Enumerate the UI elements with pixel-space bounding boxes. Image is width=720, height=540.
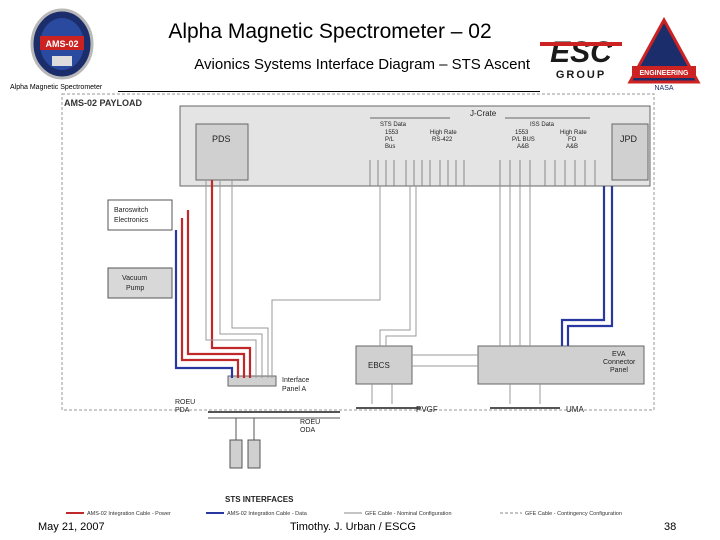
svg-text:P/L: P/L — [385, 137, 395, 143]
footer-date: May 21, 2007 — [38, 521, 105, 533]
jpd-label: JPD — [620, 134, 638, 144]
j-crate-connectors — [369, 160, 596, 186]
ebcs-box — [355, 345, 413, 385]
pvgf-label: PVGF — [416, 405, 438, 414]
interface-panel-a-box — [227, 375, 277, 387]
ams-02-mission-patch: AMS-02 — [30, 8, 94, 85]
legend-gfe-nominal-label: GFE Cable - Nominal Configuration — [365, 511, 452, 517]
ssp-connector-a — [229, 439, 243, 469]
iss-data-label: ISS Data — [530, 122, 555, 128]
svg-text:AMS-02: AMS-02 — [45, 39, 78, 49]
interface-panel-label: Interface — [282, 377, 309, 384]
svg-text:Panel A: Panel A — [282, 386, 306, 393]
sts-data-label: STS Data — [380, 122, 407, 128]
baroswitch-label: Baroswitch — [114, 207, 148, 214]
roeu-oda-label: ROEU — [300, 419, 320, 426]
svg-text:GROUP: GROUP — [556, 69, 606, 81]
legend: AMS-02 Integration Cable - Power AMS-02 … — [66, 511, 622, 517]
iss-pl-bus-label: 1553 — [515, 130, 529, 136]
eva-panel-label: EVA — [612, 351, 626, 358]
engineering-logo: ENGINEERING NASA — [626, 16, 702, 99]
j-crate-box — [179, 105, 651, 187]
vacuum-pump-label: Vacuum — [122, 275, 147, 282]
svg-text:Bus: Bus — [385, 144, 395, 150]
page-subtitle: Avionics Systems Interface Diagram – STS… — [194, 56, 530, 73]
footer-author: Timothy. J. Urban / ESCG — [290, 521, 416, 533]
sts-high-rate-label: High Rate — [430, 130, 457, 136]
svg-text:RS-422: RS-422 — [432, 137, 453, 143]
header-small-label: Alpha Magnetic Spectrometer — [10, 84, 103, 91]
legend-data-label: AMS-02 Integration Cable - Data — [227, 511, 308, 517]
svg-text:A&B: A&B — [517, 144, 529, 150]
page-title: Alpha Magnetic Spectrometer – 02 — [168, 20, 492, 43]
svg-text:FO: FO — [568, 137, 577, 143]
roeu-pdu-label: ROEU — [175, 399, 195, 406]
svg-text:PDA: PDA — [175, 407, 190, 414]
sts-pl-bus-label: 1553 — [385, 130, 399, 136]
ssp-connector-b — [247, 439, 261, 469]
footer-page-number: 38 — [664, 521, 677, 533]
power-cables — [180, 180, 252, 378]
gfe-cables — [205, 180, 541, 404]
payload-title: AMS-02 PAYLOAD — [64, 98, 143, 108]
svg-text:ODA: ODA — [300, 427, 316, 434]
svg-text:Panel: Panel — [610, 367, 628, 374]
j-crate-label: J-Crate — [470, 109, 497, 118]
svg-text:Pump: Pump — [126, 285, 144, 292]
baroswitch-box — [107, 199, 173, 231]
svg-text:Electronics: Electronics — [114, 217, 149, 224]
pds-label: PDS — [212, 134, 231, 144]
ebcs-label: EBCS — [368, 361, 390, 370]
svg-text:P/L BUS: P/L BUS — [512, 137, 535, 143]
legend-power-label: AMS-02 Integration Cable - Power — [87, 511, 171, 517]
vacuum-pump-box — [107, 267, 173, 299]
esc-group-logo: ESC GROUP — [538, 32, 624, 89]
eva-connector-panel-box — [477, 345, 645, 385]
svg-text:ENGINEERING: ENGINEERING — [639, 70, 689, 77]
svg-text:A&B: A&B — [566, 144, 578, 150]
header-rule — [118, 91, 540, 92]
data-cables — [174, 186, 614, 378]
iss-high-rate-label: High Rate — [560, 130, 587, 136]
legend-gfe-contingency-label: GFE Cable - Contingency Configuration — [525, 511, 622, 517]
jpd-box — [611, 123, 649, 181]
sts-interfaces-label: STS INTERFACES — [225, 495, 294, 504]
svg-text:NASA: NASA — [654, 85, 673, 92]
pds-box — [195, 123, 249, 181]
svg-text:Connector: Connector — [603, 359, 636, 366]
svg-text:ESC: ESC — [550, 36, 613, 69]
payload-border — [61, 93, 655, 411]
uma-label: UMA — [566, 405, 584, 414]
